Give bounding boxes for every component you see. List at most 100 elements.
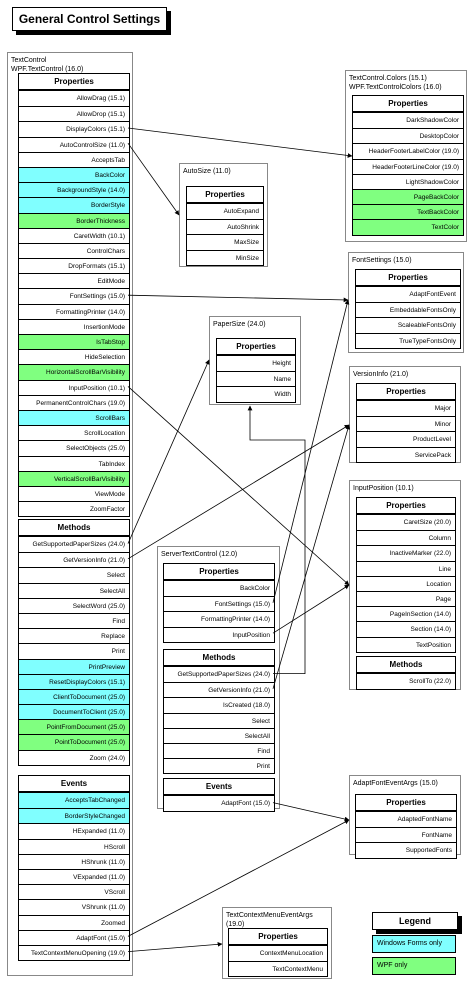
colors-properties-header: Properties	[353, 96, 463, 113]
fontsettings-caption-line-1: FontSettings (15.0)	[352, 257, 412, 264]
textcontrol-properties-item: TabIndex	[19, 455, 129, 471]
papersize-properties-item: Width	[217, 386, 295, 401]
inputposition-properties-item: Line	[357, 560, 455, 576]
connector-fontsettings-to-fontsettings	[127, 294, 349, 303]
textcontrol-methods-item: PointToDocument (25.0)	[19, 734, 129, 750]
inputposition-properties-item: PageInSection (14.0)	[357, 606, 455, 621]
textcontrol-properties-header: Properties	[19, 74, 129, 91]
inputposition-properties-item: InactiveMarker (22.0)	[357, 545, 455, 560]
textcontrol-events-item: VExpanded (11.0)	[19, 868, 129, 884]
servertextcontrol-methods-header: Methods	[164, 650, 274, 667]
fontsettings-properties-item: ScaleableFontsOnly	[356, 317, 460, 332]
servertextcontrol-methods-item: GetSupportedPaperSizes (24.0)	[177, 671, 271, 678]
textcontrol-methods-item: GetSupportedPaperSizes (24.0)	[32, 541, 126, 548]
textcontrol-events-item: VShrunk (11.0)	[19, 899, 129, 914]
textcontrol-events-item: BorderStyleChanged	[19, 808, 129, 824]
textcontrol-events-item: VScroll	[19, 884, 129, 899]
textcontrol-properties-item: PermanentControlChars (19.0)	[19, 394, 129, 410]
colors-properties-item: TextColor	[353, 219, 463, 235]
textcontrol-methods-item: SelectWord (25.0)	[19, 597, 129, 613]
versioninfo-properties-item: Major	[434, 405, 451, 412]
textcontrol-properties-item: BorderStyle	[19, 197, 129, 213]
servertextcontrol-methods-item: GetVersionInfo (21.0)	[164, 682, 274, 697]
servertextcontrol-methods-item: SelectAll	[164, 727, 274, 743]
servertextcontrol-properties-item: FormattingPrinter (14.0)	[164, 611, 274, 626]
contextmenuargs-properties-header: Properties	[229, 929, 327, 946]
inputposition-properties-item: Column	[357, 530, 455, 545]
textcontrol-properties-item: CaretWidth (10.1)	[19, 227, 129, 243]
inputposition-properties-item: Location	[357, 575, 455, 591]
textcontrol-properties-item: EditMode	[19, 273, 129, 288]
textcontrol-properties-item: BackgroundStyle (14.0)	[19, 182, 129, 198]
textcontrol-properties-item: BackColor	[19, 166, 129, 183]
colors-properties-item: TextBackColor	[353, 204, 463, 220]
servertextcontrol-methods-item: Find	[164, 742, 274, 758]
textcontrol-events-item: AdaptFont (15.0)	[19, 929, 129, 945]
textcontrol-properties-item: FormattingPrinter (14.0)	[19, 303, 129, 319]
versioninfo-properties-item: ServicePack	[357, 446, 455, 462]
inputposition-properties-item: Page	[357, 590, 455, 606]
connector-versioninfo-to-versioninfo	[127, 424, 350, 560]
page-title-text: General Control Settings	[18, 12, 161, 26]
textcontrol-methods-item: Zoom (24.0)	[19, 749, 129, 765]
contextmenuargs-caption-line-1: TextContextMenuEventArgs (19.0)	[226, 912, 313, 928]
colors-properties-item: LightShadowColor	[353, 173, 463, 189]
autosize-properties-item: AutoShrink	[187, 219, 263, 234]
connector-server-versioninfo	[272, 424, 351, 689]
legend-title-text: Legend	[398, 916, 431, 926]
servertextcontrol-events-item: AdaptFont (15.0)	[221, 800, 270, 807]
contextmenuargs-properties-item: ContextMenuLocation	[259, 950, 323, 957]
colors-properties-item: HeaderFooterLabelColor (19.0)	[353, 143, 463, 158]
textcontrol-events-item: HScroll	[19, 838, 129, 854]
textcontrol-properties-item: HorizontalScrollBarVisibility	[19, 364, 129, 380]
servertextcontrol-caption-line-1: ServerTextControl (12.0)	[161, 551, 238, 558]
adaptfontargs-properties-item: AdaptedFontName	[397, 816, 452, 823]
textcontrol-events-item: Zoomed	[19, 914, 129, 930]
legend-title: Legend	[372, 912, 458, 930]
autosize-properties-item: MaxSize	[187, 234, 263, 249]
inputposition-caption: InputPosition (10.1)	[353, 484, 414, 493]
adaptfontargs-properties-header: Properties	[356, 795, 456, 812]
textcontrol-methods-item: PointFromDocument (25.0)	[19, 719, 129, 735]
connector-displaycolors-to-colors	[127, 127, 353, 158]
connector-server-adaptfont	[272, 802, 350, 822]
textcontrol-properties-item: InsertionMode	[19, 318, 129, 334]
textcontrol-caption-line-2: WPF.TextControl (16.0)	[11, 66, 84, 73]
textcontrol-properties-item: VerticalScrollBarVisibility	[19, 470, 129, 486]
autosize-properties-item: MinSize	[187, 249, 263, 265]
textcontrol-methods-item: ClientToDocument (25.0)	[19, 688, 129, 705]
textcontrol-properties-item: DropFormats (15.1)	[19, 258, 129, 273]
adaptfontargs-caption: AdaptFontEventArgs (15.0)	[353, 779, 438, 788]
fontsettings-properties-item: TrueTypeFontsOnly	[356, 332, 460, 348]
servertextcontrol-events-header: Events	[164, 779, 274, 796]
papersize-properties-header: Properties	[217, 339, 295, 356]
inputposition-properties-item: CaretSize (20.0)	[403, 519, 451, 526]
servertextcontrol-methods-item: IsCreated (18.0)	[164, 697, 274, 712]
adaptfontargs-caption-line-1: AdaptFontEventArgs (15.0)	[353, 780, 438, 787]
textcontrol-methods-item: SelectAll	[19, 582, 129, 598]
textcontrol-properties-item: AutoControlSize (11.0)	[19, 136, 129, 152]
textcontrol-methods-item: GetVersionInfo (21.0)	[19, 552, 129, 567]
connector-server-inputposition	[272, 584, 350, 634]
fontsettings-properties-item: AdaptFontEvent	[409, 291, 456, 298]
textcontrol-properties-item: ScrollLocation	[19, 425, 129, 440]
textcontrol-methods-item: Print	[19, 643, 129, 658]
inputposition-properties-header: Properties	[357, 498, 455, 515]
textcontrol-properties-item: ControlChars	[19, 242, 129, 258]
connector-autocontrolsize-to-autosize	[127, 142, 180, 216]
textcontrol-caption-line-1: TextControl	[11, 57, 47, 64]
contextmenuargs-caption: TextContextMenuEventArgs (19.0)	[226, 911, 331, 929]
adaptfontargs-properties-item: SupportedFonts	[356, 842, 456, 857]
textcontrol-events-item: TextContextMenuOpening (19.0)	[19, 944, 129, 960]
colors-caption-line-1: TextControl.Colors (15.1)	[349, 75, 427, 82]
inputposition-methods-header: Methods	[357, 657, 455, 674]
